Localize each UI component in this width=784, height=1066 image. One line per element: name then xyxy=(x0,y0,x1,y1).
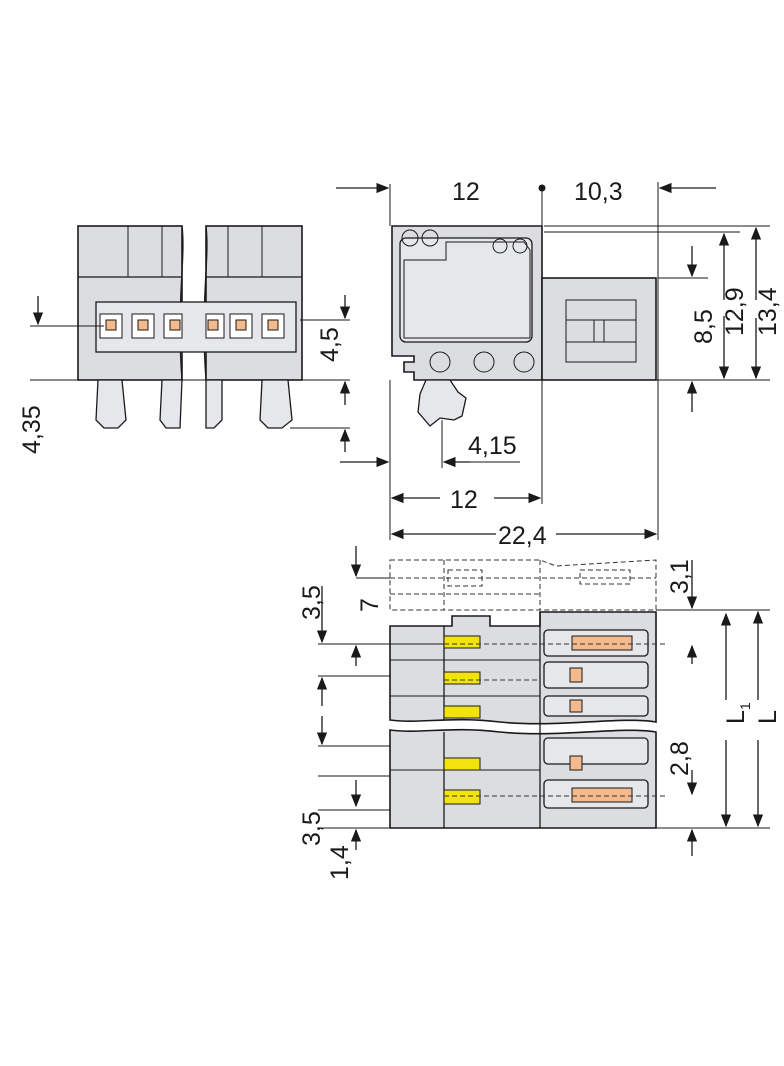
ghost-outline xyxy=(389,559,657,611)
dim-3-5-top: 3,5 xyxy=(298,585,326,620)
contact-2 xyxy=(571,787,633,803)
contact-1 xyxy=(571,635,633,651)
front-view xyxy=(77,225,303,429)
top-view xyxy=(389,559,666,829)
dim-8-5: 8,5 xyxy=(690,309,718,344)
front-contacts xyxy=(95,301,297,353)
front-pins xyxy=(95,379,293,429)
dim-13-4: 13,4 xyxy=(754,287,782,336)
dim-10-3: 10,3 xyxy=(574,178,623,206)
dim-3-1: 3,1 xyxy=(666,559,694,594)
dim-3-5-bottom: 3,5 xyxy=(298,811,326,846)
latch-1 xyxy=(443,635,481,649)
dim-12-top: 12 xyxy=(452,178,480,206)
dim-7: 7 xyxy=(356,598,384,612)
latch-4 xyxy=(443,757,481,771)
dim-22-4: 22,4 xyxy=(498,522,547,550)
dim-4-35: 4,35 xyxy=(18,405,46,454)
latch-3 xyxy=(443,705,481,719)
side-plug xyxy=(541,277,657,381)
side-view xyxy=(391,225,657,427)
dim-L1: L1 xyxy=(722,702,753,724)
latch-5 xyxy=(443,789,481,805)
dim-12-bottom: 12 xyxy=(450,486,478,514)
dim-4-5: 4,5 xyxy=(316,327,344,362)
latch-2 xyxy=(443,671,481,685)
dim-4-15: 4,15 xyxy=(468,432,517,460)
dim-12-9: 12,9 xyxy=(721,287,749,336)
dim-2-8: 2,8 xyxy=(666,741,694,776)
dim-1-4: 1,4 xyxy=(326,845,354,880)
dim-L: L xyxy=(754,710,782,724)
